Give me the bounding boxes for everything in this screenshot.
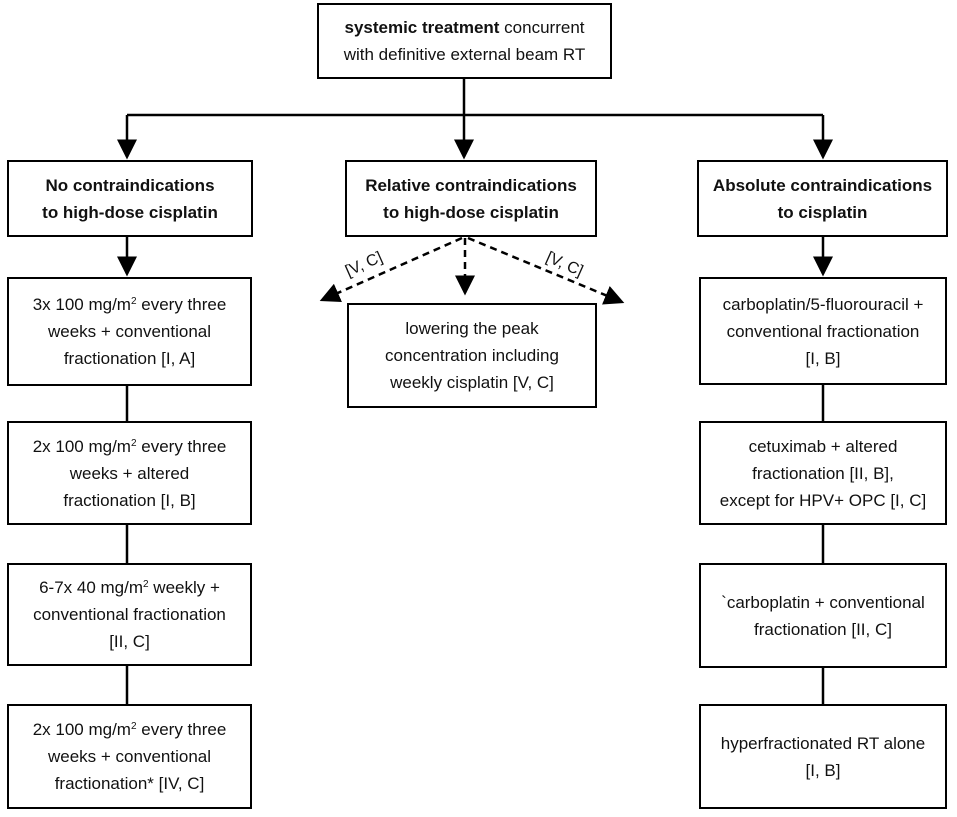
category-relative-contraindications: Relative contraindications to high-dose … <box>345 160 597 237</box>
category-absolute-contraindications: Absolute contraindications to cisplatin <box>697 160 948 237</box>
left-box-3: 6-7x 40 mg/m2 weekly + conventional frac… <box>7 563 252 666</box>
root-line1-rest: concurrent <box>499 18 585 37</box>
right-box-2: cetuximab + altered fractionation [II, B… <box>699 421 947 525</box>
root-bold-text: systemic treatment <box>344 18 500 37</box>
root-box: systemic treatment concurrent with defin… <box>317 3 612 79</box>
right-box-1: carboplatin/5-fluorouracil + conventiona… <box>699 277 947 385</box>
middle-box-weekly-cisplatin: lowering the peak concentration includin… <box>347 303 597 408</box>
category-no-contraindications: No contraindications to high-dose cispla… <box>7 160 253 237</box>
left-box-1: 3x 100 mg/m2 every three weeks + convent… <box>7 277 252 386</box>
right-box-4: hyperfractionated RT alone [I, B] <box>699 704 947 809</box>
right-box-3: `carboplatin + conventional fractionatio… <box>699 563 947 668</box>
dashed-arrow-right <box>467 236 625 305</box>
left-box-2: 2x 100 mg/m2 every three weeks + altered… <box>7 421 252 525</box>
root-line2: with definitive external beam RT <box>343 45 586 64</box>
dashed-arrow-left <box>319 236 463 303</box>
left-box-4: 2x 100 mg/m2 every three weeks + convent… <box>7 704 252 809</box>
